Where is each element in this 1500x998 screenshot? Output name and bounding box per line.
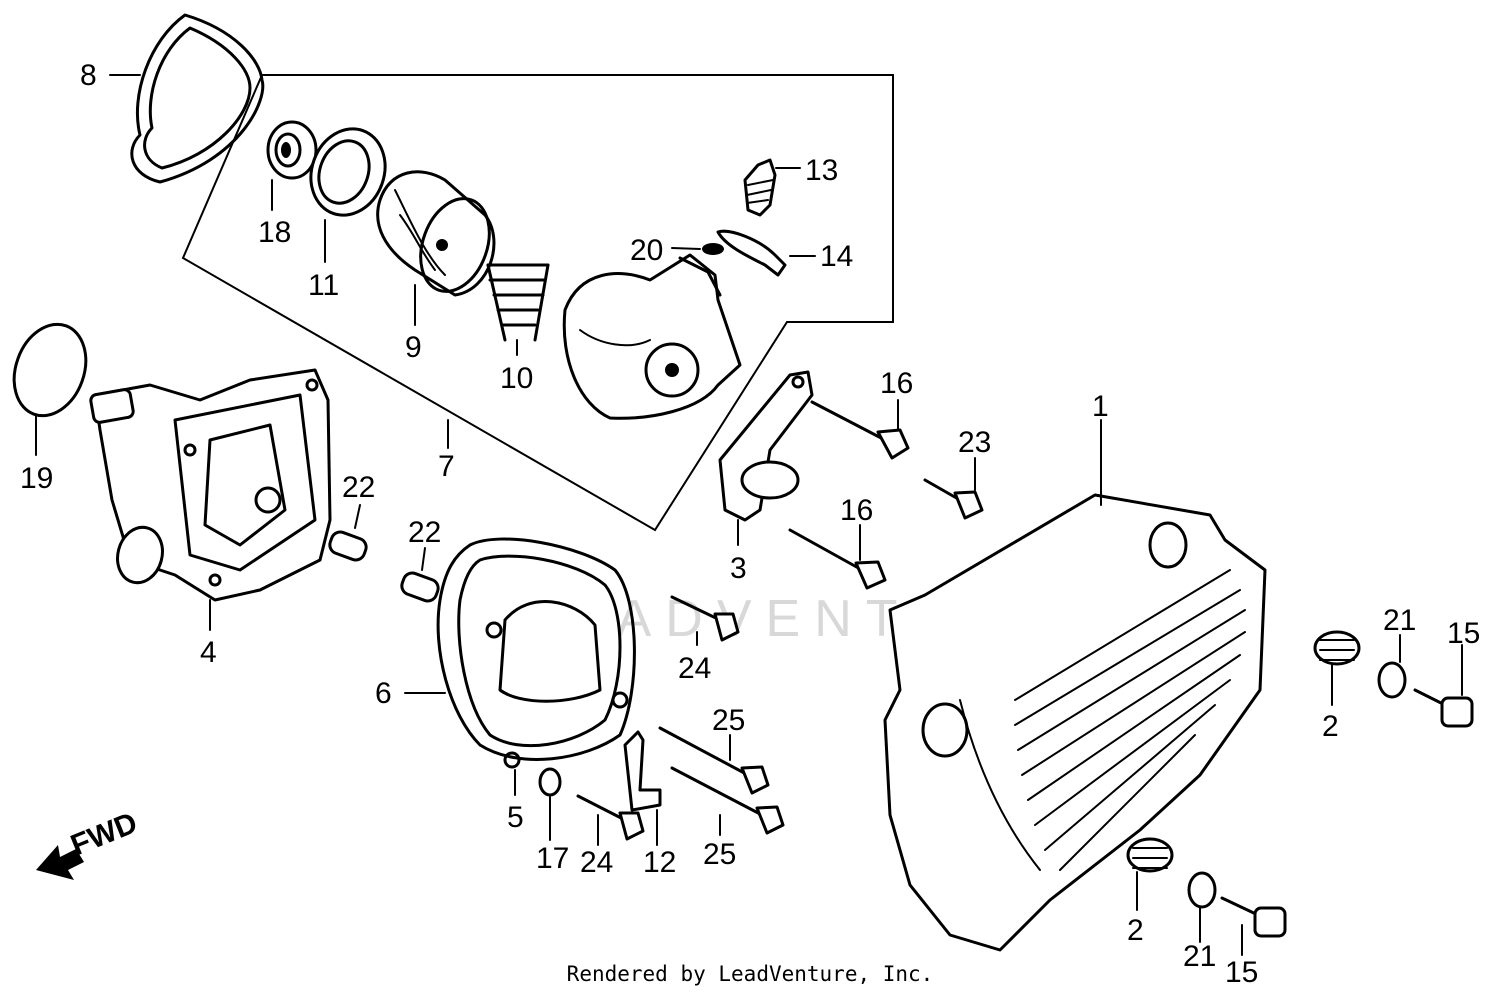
callout-8: 8 — [80, 59, 97, 92]
forward-direction-indicator: FWD — [36, 806, 142, 880]
part-16-bolt-upper — [810, 400, 910, 460]
part-22-dowel-lower — [400, 547, 440, 603]
callout-2-upper: 2 — [1322, 710, 1339, 743]
callout-19: 19 — [20, 462, 53, 495]
callout-16-lower: 16 — [840, 494, 873, 527]
callout-13: 13 — [805, 154, 838, 187]
callout-18: 18 — [258, 216, 291, 249]
part-13-valve — [743, 158, 801, 217]
callout-1: 1 — [1092, 390, 1109, 423]
callout-12: 12 — [643, 846, 676, 879]
callout-6: 6 — [375, 677, 392, 710]
callout-21-lower: 21 — [1183, 940, 1216, 973]
callout-20: 20 — [630, 234, 663, 267]
callout-3: 3 — [730, 552, 747, 585]
callout-5: 5 — [507, 801, 524, 834]
callout-4: 4 — [200, 636, 217, 669]
part-4-pump-body — [89, 368, 332, 602]
callout-7: 7 — [438, 450, 455, 483]
pump-housing — [562, 253, 742, 420]
part-17-washer — [538, 767, 562, 797]
callout-16-upper: 16 — [880, 367, 913, 400]
part-20-oring — [671, 243, 724, 255]
part-24-bolt-upper — [670, 595, 740, 642]
part-11-seal — [309, 127, 387, 217]
callout-14: 14 — [820, 240, 853, 273]
assembly-bracket-7 — [181, 74, 894, 532]
callout-21-upper: 21 — [1383, 604, 1416, 637]
part-19-oring — [12, 322, 88, 418]
callout-9: 9 — [405, 331, 422, 364]
part-21-washer-lower — [1187, 871, 1217, 909]
part-9-impeller — [376, 170, 496, 297]
part-2-grommet-lower — [1126, 837, 1174, 873]
fwd-label: FWD — [66, 806, 142, 862]
callout-labels: 8 18 11 9 10 7 19 4 22 22 6 5 17 24 12 2… — [20, 59, 1480, 989]
part-18-bearing — [266, 120, 318, 180]
part-6-gasket — [436, 537, 636, 761]
callout-11: 11 — [308, 269, 339, 302]
part-15-bolt-upper — [1413, 688, 1474, 728]
part-24-bolt-lower — [576, 794, 645, 841]
part-25-bolt-lower — [670, 766, 785, 835]
callout-2-lower: 2 — [1127, 914, 1144, 947]
part-23-bolt — [923, 478, 984, 520]
callout-17: 17 — [536, 842, 569, 875]
footer-credit: Rendered by LeadVenture, Inc. — [566, 962, 934, 986]
callout-25-upper: 25 — [712, 704, 745, 737]
callout-24-upper: 24 — [678, 652, 711, 685]
part-15-bolt-lower — [1220, 896, 1287, 938]
part-22-dowel-upper — [328, 504, 368, 562]
part-12-clip — [623, 730, 662, 812]
callout-22-upper: 22 — [342, 471, 375, 504]
callout-25-lower: 25 — [703, 838, 736, 871]
leader-lines — [35, 74, 1463, 956]
callout-22-lower: 22 — [408, 516, 441, 549]
part-2-grommet-upper — [1313, 630, 1361, 666]
part-5-cover — [457, 554, 629, 769]
part-3-bracket — [718, 370, 814, 522]
callout-10: 10 — [500, 362, 533, 395]
part-21-washer-upper — [1377, 661, 1407, 699]
callout-24-lower: 24 — [580, 846, 613, 879]
part-25-bolt-upper — [658, 726, 770, 795]
callout-23: 23 — [958, 426, 991, 459]
callout-15-lower: 15 — [1225, 956, 1258, 989]
part-14-clamp — [716, 229, 816, 277]
callout-15-upper: 15 — [1447, 617, 1480, 650]
part-8-gasket — [130, 13, 265, 184]
part-1-side-cover — [883, 493, 1267, 952]
part-10-spring — [486, 263, 550, 342]
part-16-bolt-lower — [788, 528, 887, 590]
